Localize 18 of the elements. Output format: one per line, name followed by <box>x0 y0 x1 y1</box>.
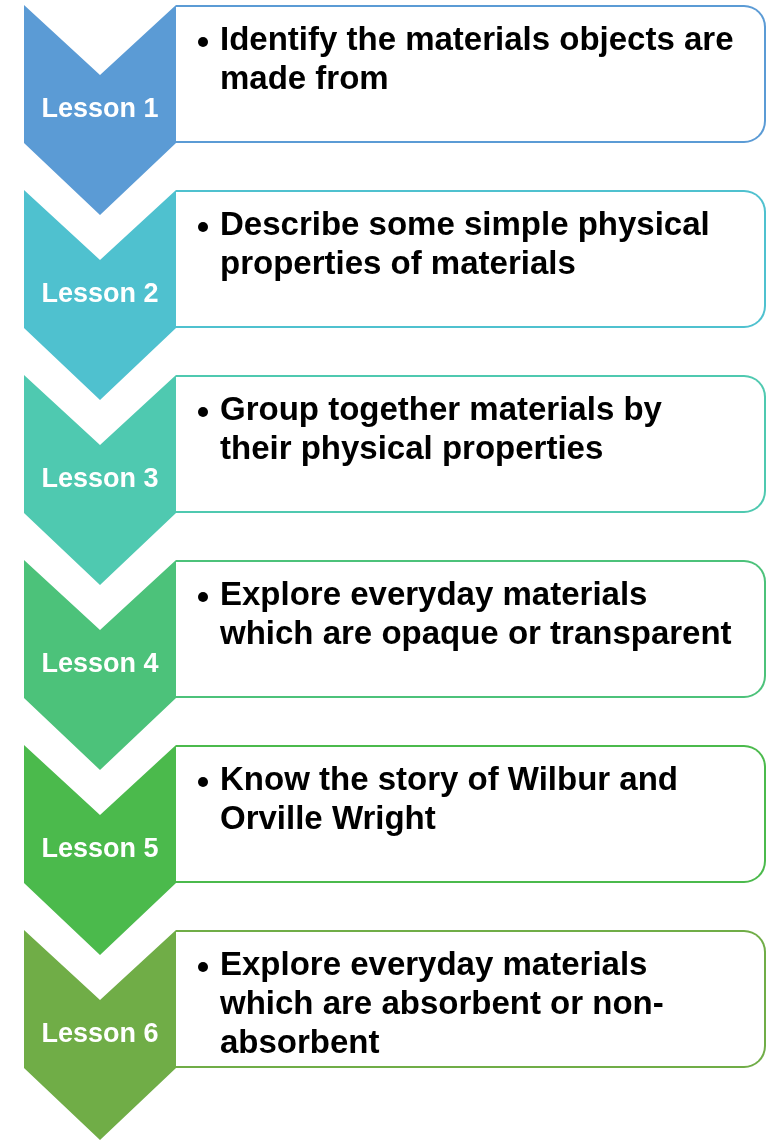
lesson-label: Lesson 6 <box>40 1018 160 1049</box>
content-box <box>176 190 766 328</box>
bullet-text: Group together materials by their physical properties <box>220 389 663 467</box>
lesson-label: Lesson 2 <box>40 278 160 309</box>
content-box <box>176 5 766 143</box>
content-box <box>176 375 766 513</box>
content-box <box>176 560 766 698</box>
bullet-text: Identify the materials objects are made from <box>220 19 735 97</box>
bullet-text: Know the story of Wilbur and Orville Wright <box>220 759 680 837</box>
bullet-text: Describe some simple physical properties of materials <box>220 204 711 282</box>
lesson-label: Lesson 3 <box>40 463 160 494</box>
bullet-text: Explore everyday materials which are opaque or transparent <box>220 574 733 652</box>
content-box <box>176 930 766 1068</box>
content-box <box>176 745 766 883</box>
lesson-label: Lesson 5 <box>40 833 160 864</box>
lesson-label: Lesson 1 <box>40 93 160 124</box>
bullet-text: Explore everyday materials which are absorbent or non-absorbent <box>220 944 665 1061</box>
lesson-label: Lesson 4 <box>40 648 160 679</box>
